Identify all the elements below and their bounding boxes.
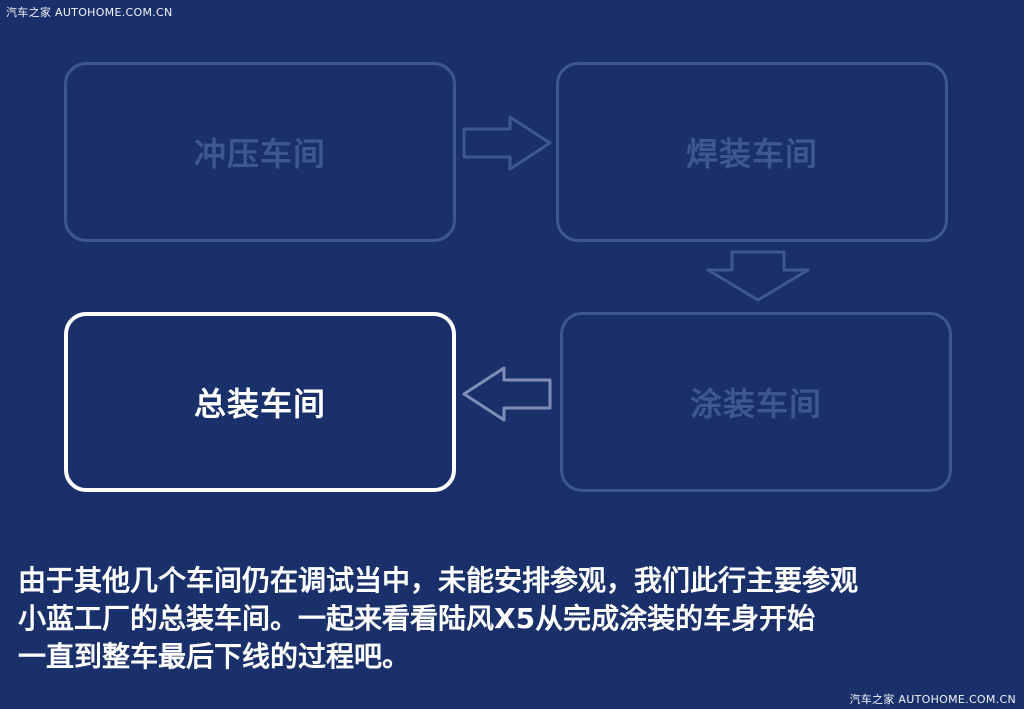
welding-workshop-label: 焊装车间 [685, 135, 818, 173]
arrow-down-icon [706, 250, 810, 302]
assembly-workshop-label: 总装车间 [193, 385, 326, 423]
assembly-workshop-box: 总装车间 [64, 312, 456, 492]
watermark-bottom: 汽车之家 AUTOHOME.COM.CN [849, 693, 1016, 706]
caption-line-2: 小蓝工厂的总装车间。一起来看看陆风X5从完成涂装的车身开始 [18, 602, 816, 635]
stamping-workshop-box: 冲压车间 [64, 62, 456, 242]
caption-line-1: 由于其他几个车间仍在调试当中，未能安排参观，我们此行主要参观 [18, 564, 859, 597]
welding-workshop-box: 焊装车间 [556, 62, 948, 242]
caption-line-3: 一直到整车最后下线的过程吧。 [18, 640, 411, 673]
arrow-right-icon [462, 115, 552, 171]
painting-workshop-box: 涂装车间 [560, 312, 952, 492]
caption-text: 由于其他几个车间仍在调试当中，未能安排参观，我们此行主要参观 小蓝工厂的总装车间… [18, 562, 1022, 676]
stamping-workshop-label: 冲压车间 [193, 135, 326, 173]
watermark-top: 汽车之家 AUTOHOME.COM.CN [6, 6, 173, 19]
arrow-left-icon [462, 366, 552, 422]
painting-workshop-label: 涂装车间 [689, 385, 822, 423]
